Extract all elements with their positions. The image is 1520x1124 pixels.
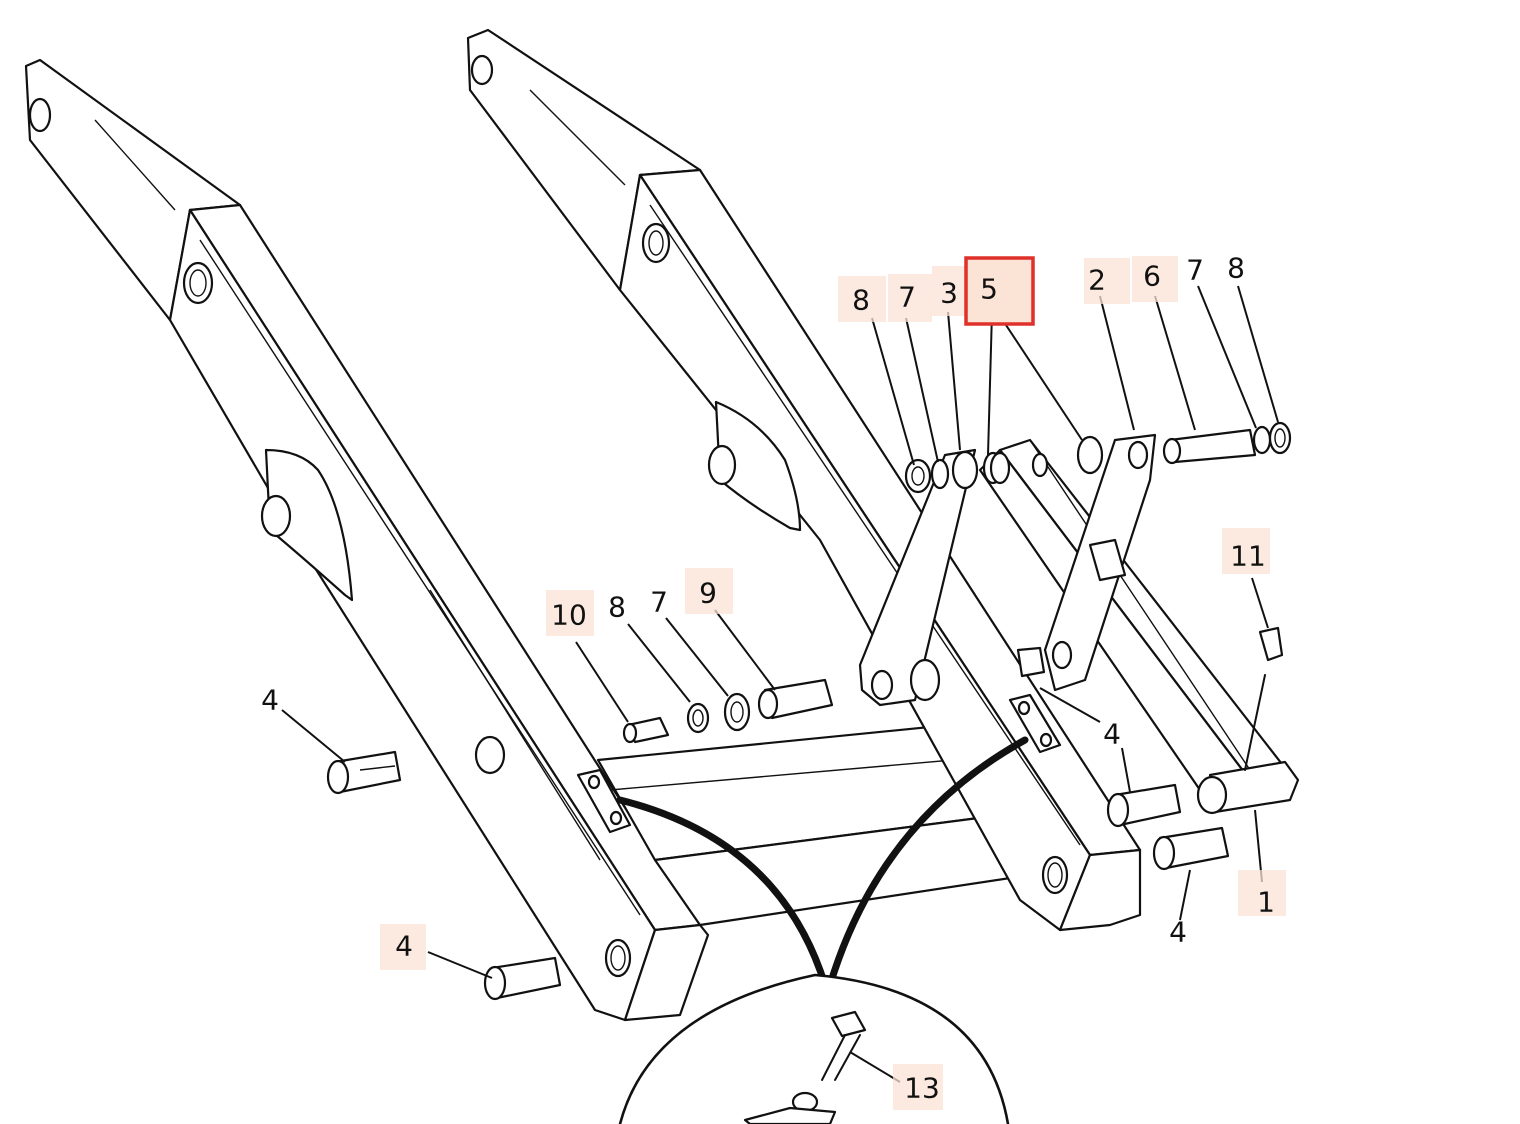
svg-text:5: 5 xyxy=(980,273,998,306)
callout-4-right-lower[interactable]: 4 xyxy=(1169,916,1187,949)
svg-text:13: 13 xyxy=(904,1072,940,1105)
svg-text:11: 11 xyxy=(1230,540,1266,573)
svg-text:8: 8 xyxy=(1227,252,1245,285)
callout-7-middle[interactable]: 7 xyxy=(650,586,668,619)
svg-text:1: 1 xyxy=(1257,886,1275,919)
callout-8-middle[interactable]: 8 xyxy=(608,591,626,624)
svg-text:4: 4 xyxy=(1169,916,1187,949)
svg-text:8: 8 xyxy=(852,284,870,317)
callout-3[interactable]: 3 xyxy=(932,266,970,316)
leader-lines xyxy=(281,285,1279,1083)
svg-text:3: 3 xyxy=(940,277,958,310)
right-loader-arm xyxy=(466,28,1142,932)
callout-8-top-left[interactable]: 8 xyxy=(838,276,886,322)
svg-text:2: 2 xyxy=(1088,264,1106,297)
callout-10[interactable]: 10 xyxy=(546,590,594,636)
svg-text:7: 7 xyxy=(1186,254,1204,287)
svg-text:10: 10 xyxy=(551,599,587,632)
callout-7-top-left[interactable]: 7 xyxy=(888,274,932,322)
callout-5-selected[interactable]: 5 xyxy=(964,256,1035,326)
callout-7-top-right[interactable]: 7 xyxy=(1186,254,1204,287)
callout-1[interactable]: 1 xyxy=(1238,870,1286,919)
svg-text:9: 9 xyxy=(699,577,717,610)
svg-text:4: 4 xyxy=(1103,718,1121,751)
left-loader-arm xyxy=(24,58,710,1022)
callout-4-left-lower[interactable]: 4 xyxy=(380,924,426,970)
svg-text:4: 4 xyxy=(395,930,413,963)
loose-bushings xyxy=(326,646,1230,1001)
linkage-assembly xyxy=(858,421,1300,815)
callout-8-top-right[interactable]: 8 xyxy=(1227,252,1245,285)
callout-9[interactable]: 9 xyxy=(685,568,733,614)
callout-6[interactable]: 6 xyxy=(1132,256,1178,302)
callout-4-left-upper[interactable]: 4 xyxy=(261,684,279,717)
callout-4-right-middle[interactable]: 4 xyxy=(1103,718,1121,751)
svg-text:6: 6 xyxy=(1143,260,1161,293)
callout-11[interactable]: 11 xyxy=(1222,528,1270,574)
svg-text:7: 7 xyxy=(898,281,916,314)
callout-2[interactable]: 2 xyxy=(1084,258,1130,304)
svg-text:8: 8 xyxy=(608,591,626,624)
callout-13[interactable]: 13 xyxy=(893,1064,943,1110)
mounting-plate-left xyxy=(576,768,632,834)
svg-text:7: 7 xyxy=(650,586,668,619)
svg-text:4: 4 xyxy=(261,684,279,717)
